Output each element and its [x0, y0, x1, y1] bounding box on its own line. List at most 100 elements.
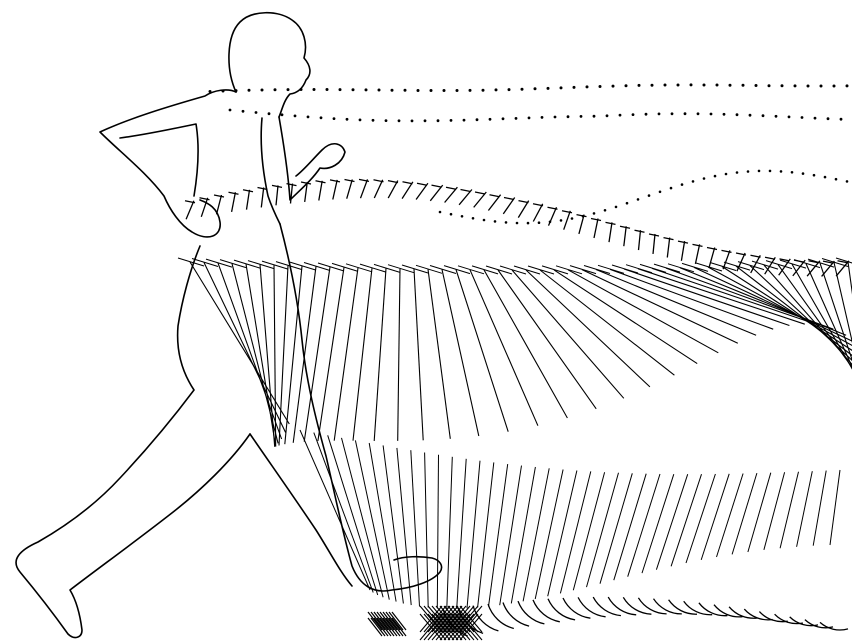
shin-trail-line [748, 473, 771, 552]
hip-trail-tick [446, 187, 456, 189]
hip-trail-tick [347, 180, 353, 199]
shoulder-trail-dot [593, 212, 596, 215]
head-trail-dot [359, 119, 362, 122]
shoulder-trail-dot [450, 213, 453, 216]
head-trail-dot [781, 84, 784, 87]
hip-trail-tick [577, 215, 587, 217]
thigh-trail-line [514, 266, 540, 274]
shin-trail-line [686, 474, 715, 563]
hip-trail-tick [330, 180, 340, 182]
shin-trail-line [467, 461, 480, 609]
shoulder-trail-dot [758, 170, 761, 173]
thigh-trail-line [285, 266, 302, 444]
hip-trail-tick [504, 198, 514, 200]
hip-trail-tick [272, 185, 282, 187]
head-trail-dot [703, 84, 706, 87]
thigh-trail-line [293, 267, 316, 443]
thigh-trail-line [556, 266, 582, 274]
head-trail-dot [404, 89, 407, 92]
shoulder-trail-dot [846, 180, 849, 183]
hip-trail-tick [765, 257, 775, 259]
shin-trail-line [701, 474, 729, 560]
head-trail-dot [352, 88, 355, 91]
hip-trail-tick [707, 248, 717, 250]
thigh-trail-line [262, 261, 288, 269]
head-trail-dot [814, 117, 817, 120]
foot-trail-arc [638, 598, 666, 614]
head-trail-dot [723, 113, 726, 116]
head-trail-dot [482, 89, 485, 92]
foot-trail-arc [775, 614, 803, 623]
thigh-trail-line [582, 270, 738, 344]
thigh-line-trail [178, 258, 852, 447]
head-trail-dot [677, 84, 680, 87]
thigh-trail-line [304, 267, 330, 442]
head-trail-dot [255, 111, 258, 114]
shoulder-trail-dot [824, 176, 827, 179]
shin-trail-line [732, 473, 757, 554]
thigh-trail-line [652, 268, 820, 325]
hip-trail-tick [681, 241, 684, 261]
shin-trail-line [656, 474, 687, 570]
runner-head-outline [229, 13, 310, 117]
thigh-trail-line [204, 263, 286, 433]
head-trail-dot [833, 85, 836, 88]
hip-tick-trail [185, 179, 849, 276]
head-trail-dot [573, 86, 576, 89]
hip-trail-tick [664, 238, 674, 240]
hip-trail-tick [417, 183, 427, 185]
head-trail-dot [508, 88, 511, 91]
hip-trail-tick [635, 230, 645, 232]
head-trail-dot [268, 112, 271, 115]
head-trail-dot [768, 84, 771, 87]
shoulder-trail-dot [527, 222, 530, 225]
shoulder-trail-dot [725, 173, 728, 176]
shin-trail-line [500, 466, 522, 606]
foot-trail-arc [518, 601, 544, 624]
foot-tick-trail [368, 597, 848, 640]
thigh-trail-line [332, 263, 358, 271]
head-trail-dot [541, 116, 544, 119]
thigh-trail-line [428, 269, 450, 439]
head-trail-dot [365, 88, 368, 91]
hip-trail-tick [374, 180, 382, 198]
head-trail-dot [690, 83, 693, 86]
head-trail-dot [729, 84, 732, 87]
thigh-trail-line [456, 270, 508, 432]
shoulder-trail-dot [637, 198, 640, 201]
head-trail-dot [651, 84, 654, 87]
shoulder-trail-dot [681, 183, 684, 186]
hip-trail-tick [653, 234, 655, 254]
head-trail-dot [586, 85, 589, 88]
hip-trail-tick [594, 219, 598, 239]
thigh-trail-line [178, 258, 204, 266]
shin-trail-line [764, 472, 785, 550]
shoulder-trail-dot [736, 171, 739, 174]
shin-trail-line [328, 435, 378, 595]
shoulder-trail-dot [780, 170, 783, 173]
head-trail-dot [398, 119, 401, 122]
shin-trail-line [437, 455, 438, 609]
head-trail-dot [625, 84, 628, 87]
head-trail-dot [801, 116, 804, 119]
hip-trail-tick [319, 181, 322, 201]
hip-trail-tick [591, 219, 601, 221]
foot-trail-arc [669, 600, 697, 614]
thigh-trail-line [246, 264, 276, 446]
shoulder-trail-dot [560, 219, 563, 222]
head-trail-dot [749, 114, 752, 117]
hip-trail-tick [533, 204, 542, 222]
hip-trail-tick [214, 195, 224, 197]
hip-trail-tick [678, 241, 688, 243]
head-trail-dot [320, 116, 323, 119]
head-trail-dot [521, 88, 524, 91]
head-trail-dot [385, 119, 388, 122]
head-trail-dot [794, 84, 797, 87]
hip-trail-tick [232, 192, 236, 212]
head-trail-dot [554, 116, 557, 119]
runner-front-leg-outline [280, 224, 442, 591]
head-trail-dot [502, 117, 505, 120]
thigh-trail-line [398, 269, 400, 441]
head-trail-dot [333, 117, 336, 120]
